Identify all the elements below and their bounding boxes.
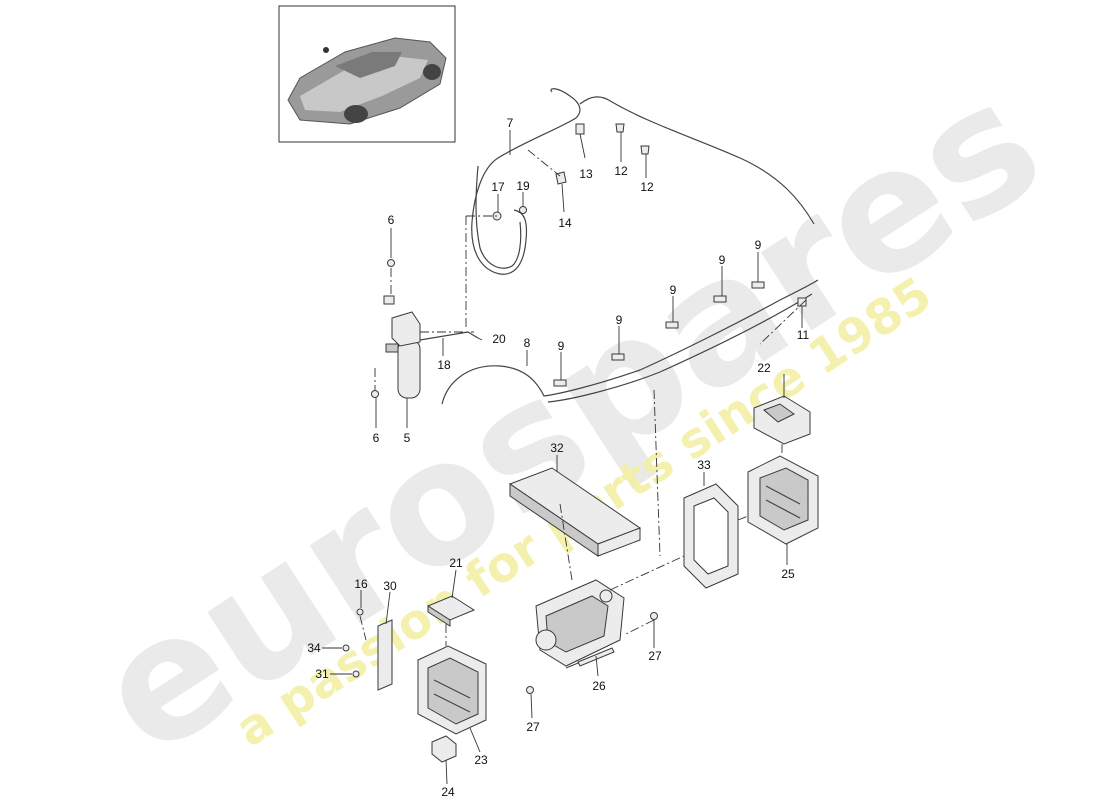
- callout-9e: 9: [755, 238, 762, 252]
- cover-21: [426, 595, 476, 627]
- clips-upper: [492, 123, 650, 221]
- watermark-brand: eurospares: [64, 43, 1073, 794]
- callout-12a: 12: [614, 164, 628, 178]
- callout-11: 11: [797, 328, 810, 342]
- expansion-tank-5: [371, 259, 479, 399]
- car-thumbnail-icon: [287, 37, 447, 125]
- callout-24: 24: [441, 785, 455, 799]
- callout-33: 33: [697, 458, 711, 472]
- callout-17: 17: [491, 180, 505, 194]
- callout-31: 31: [315, 667, 329, 681]
- frame-33: [683, 483, 739, 589]
- callout-22: 22: [757, 361, 771, 375]
- callout-9a: 9: [558, 339, 565, 353]
- filter-32: [508, 467, 642, 557]
- callout-leaders: [322, 130, 803, 785]
- callout-20: 20: [492, 332, 506, 346]
- block-24: [431, 735, 457, 763]
- fasteners-27: [526, 612, 658, 694]
- callout-30: 30: [383, 579, 397, 593]
- callout-21: 21: [449, 556, 463, 570]
- callout-14: 14: [558, 216, 572, 230]
- callout-27b: 27: [526, 720, 540, 734]
- callout-6a: 6: [388, 213, 395, 227]
- callout-25: 25: [781, 567, 795, 581]
- callout-18: 18: [437, 358, 451, 372]
- hose-8: [441, 279, 819, 405]
- callout-5: 5: [404, 431, 411, 445]
- callout-32: 32: [550, 441, 564, 455]
- housing-23: [417, 645, 487, 735]
- callout-13: 13: [579, 167, 593, 181]
- callout-7: 7: [507, 116, 514, 130]
- housing-25: [747, 455, 819, 545]
- watermark: eurospares a passion for parts since 198…: [64, 43, 1073, 794]
- callout-19: 19: [516, 179, 530, 193]
- callout-9b: 9: [616, 313, 623, 327]
- bracket-30: [342, 608, 393, 691]
- callout-23: 23: [474, 753, 488, 767]
- car-thumbnail: [278, 5, 456, 143]
- clips-lower: [553, 281, 807, 387]
- dashed-leaders: [359, 149, 807, 646]
- cover-22: [753, 395, 811, 445]
- hose-7: [471, 88, 815, 275]
- pump-assembly: [535, 579, 625, 669]
- callout-6b: 6: [373, 431, 380, 445]
- callout-26: 26: [592, 679, 606, 693]
- callouts: 7 13 12 12 17 19 14 6 6 5 18 20 8 9 9 9 …: [307, 116, 809, 799]
- callout-12b: 12: [640, 180, 654, 194]
- callout-9c: 9: [670, 283, 677, 297]
- callout-9d: 9: [719, 253, 726, 267]
- callout-34: 34: [307, 641, 321, 655]
- callout-8: 8: [524, 336, 531, 350]
- callout-16: 16: [354, 577, 368, 591]
- callout-27a: 27: [648, 649, 662, 663]
